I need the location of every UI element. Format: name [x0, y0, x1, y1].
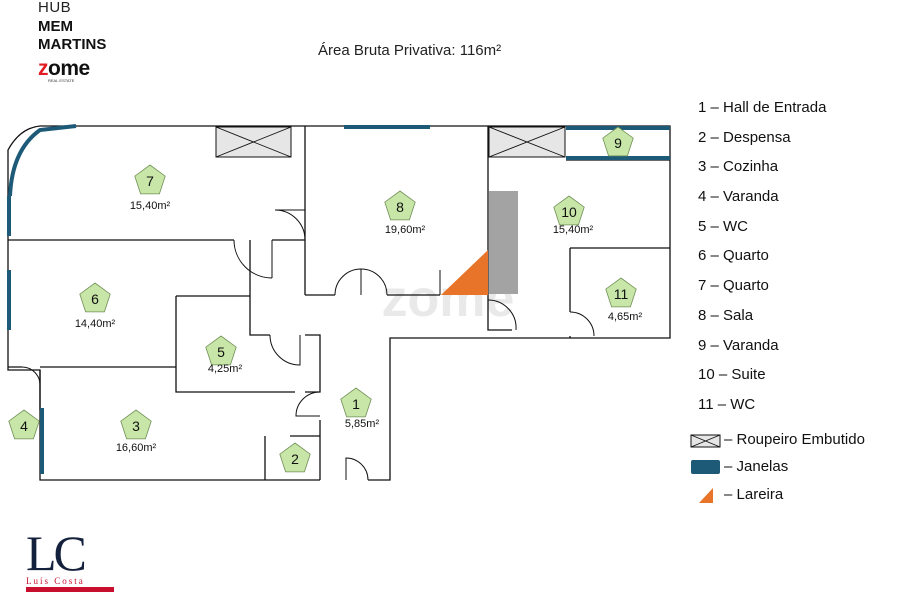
room-area: 15,40m² — [553, 224, 594, 236]
key-fireplace-label: – Lareira — [690, 486, 783, 503]
legend-fireplace-symbol — [699, 488, 713, 503]
room-area: 19,60m² — [385, 224, 426, 236]
room-legend: 1 – Hall de Entrada 2 – Despensa 3 – Coz… — [698, 97, 826, 424]
room-number: 7 — [146, 173, 154, 189]
room-badges: 1 5,85m² 2 3 16,60m² 4 5 4,25m² 6 14,40m² 7 15,40m²… — [8, 126, 643, 473]
fireplace — [441, 250, 488, 295]
door-swings — [21, 209, 595, 481]
room-area: 14,40m² — [75, 318, 116, 330]
window-curved — [8, 124, 77, 197]
brand-hub: HUB — [38, 0, 72, 16]
zome-logo: zome — [38, 57, 90, 80]
room-number: 5 — [217, 344, 225, 360]
room-number: 1 — [352, 396, 360, 412]
room-number: 9 — [614, 135, 622, 151]
room-badge-shape — [79, 282, 111, 313]
legend-item: 10 – Suite — [698, 366, 766, 384]
room-number: 3 — [132, 418, 140, 434]
room-area: 4,25m² — [208, 363, 243, 375]
room-badge-shape — [602, 126, 634, 157]
room-area: 15,40m² — [130, 200, 171, 212]
room-badge-shape — [134, 164, 166, 195]
room-badge-shape — [340, 387, 372, 418]
key-wardrobe-text: – Roupeiro Embutido — [724, 431, 865, 448]
legend-item: 6 – Quarto — [698, 247, 769, 265]
room-area: 4,65m² — [608, 311, 643, 323]
legend-wardrobe-symbol — [690, 434, 721, 448]
legend-item: 8 – Sala — [698, 306, 754, 324]
room-number: 11 — [614, 286, 629, 302]
agent-name: Luís Costa — [26, 576, 85, 586]
legend-item: 2 – Despensa — [698, 128, 791, 146]
brand-line2: MARTINS — [38, 36, 107, 53]
room-area: 16,60m² — [116, 442, 157, 454]
room-area: 5,85m² — [345, 418, 380, 430]
room-badge-shape — [8, 409, 40, 440]
key-window-text: – Janelas — [724, 458, 789, 475]
plan-title: Área Bruta Privativa: 116m² — [318, 42, 502, 59]
room-number: 2 — [291, 451, 299, 467]
legend-item: 5 – WC — [698, 217, 749, 235]
legend-item: 7 – Quarto — [698, 277, 769, 295]
legend-item: 9 – Varanda — [698, 336, 779, 354]
brand-tagline: REAL ESTATE — [48, 78, 75, 83]
room-badge-shape — [205, 335, 237, 366]
agent-logo-bar — [26, 587, 114, 592]
room-badge-shape — [553, 195, 585, 226]
room-number: 10 — [561, 204, 577, 220]
room-number: 6 — [91, 291, 99, 307]
room-badge-shape — [605, 277, 637, 308]
agent-monogram: LC — [26, 525, 87, 581]
room-badge-shape — [120, 409, 152, 440]
wardrobes — [215, 126, 566, 158]
key-fireplace-text: – Lareira — [724, 486, 784, 503]
legend-item: 1 – Hall de Entrada — [698, 99, 827, 116]
room-badge-shape — [384, 190, 416, 221]
structural-column — [489, 191, 518, 294]
room-number: 4 — [20, 418, 28, 434]
legend-item: 3 – Cozinha — [698, 158, 779, 176]
key-wardrobe-label: – Roupeiro Embutido — [690, 431, 865, 448]
legend-window-symbol — [691, 460, 720, 474]
key-window-label: – Janelas — [690, 458, 788, 475]
brand-line1: MEM — [38, 18, 73, 35]
wardrobe-room7 — [215, 126, 292, 158]
room-badge-shape — [279, 442, 311, 473]
legend-item: 11 – WC — [698, 395, 756, 413]
legend-item: 4 – Varanda — [698, 188, 779, 206]
room-number: 8 — [396, 199, 404, 215]
brand-block: HUB MEM MARTINS zome REAL ESTATE — [38, 0, 106, 83]
wardrobe-room10 — [488, 126, 566, 158]
agent-logo: LC Luís Costa — [26, 528, 118, 594]
